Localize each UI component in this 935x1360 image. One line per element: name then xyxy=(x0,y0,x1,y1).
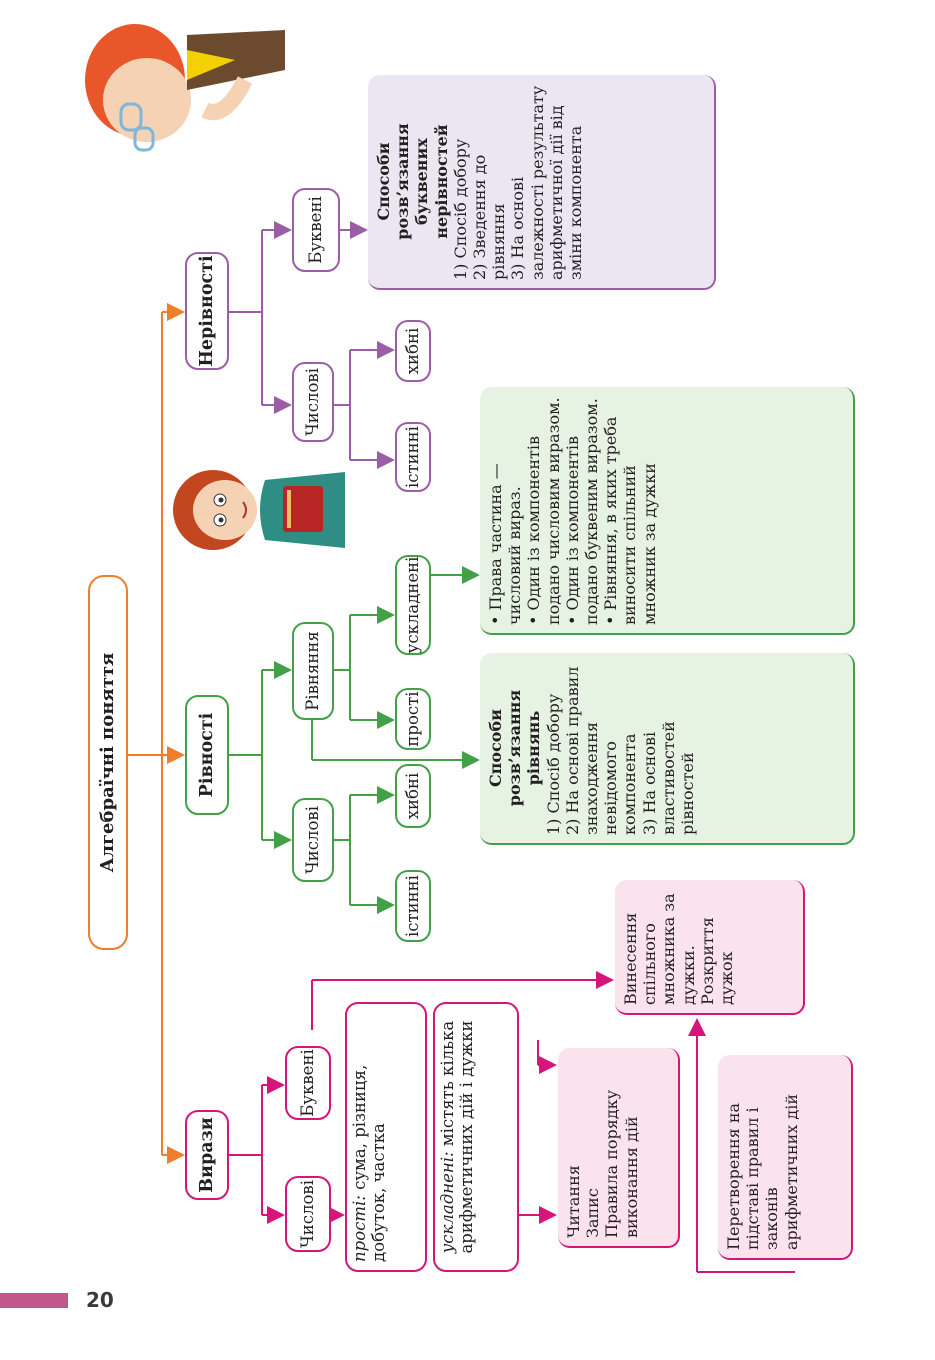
open-brackets-line: Розкриття дужок xyxy=(697,917,736,1005)
inequalities-letter-box: Буквені xyxy=(292,188,340,272)
root-concept-box: Алгебраїчні поняття xyxy=(88,575,128,950)
equalities-false-box: хибні xyxy=(395,764,431,828)
complex-type-1: • Права частина — числовий вираз. xyxy=(486,463,525,625)
complex-type-2: • Один із компонентів подано числовим ви… xyxy=(524,397,563,625)
equation-methods-title: Способи розв’язання рівнянь xyxy=(486,689,544,807)
common-factor-line: Винесення спільного множника за дужки. xyxy=(621,893,698,1005)
inequalities-numeric-box: Числові xyxy=(292,362,334,442)
equation-method-2: 2) На основі правил знаходження невідомо… xyxy=(562,666,640,835)
complex-type-4: • Рівняння, в яких треба виносити спільн… xyxy=(601,416,659,625)
common-factor-panel: Винесення спільного множника за дужки. Р… xyxy=(615,880,805,1015)
equations-box: Рівняння xyxy=(292,622,334,720)
simple-prefix: прості: xyxy=(350,1195,369,1262)
page-number-bar xyxy=(0,1293,68,1308)
inequality-method-3: 3) На основі залежності результату арифм… xyxy=(508,85,585,280)
equalities-branch-box: Рівності xyxy=(185,695,229,815)
expressions-letter-box: Буквені xyxy=(285,1046,331,1120)
page-number: 20 xyxy=(86,1288,114,1312)
expressions-numeric-box: Числові xyxy=(285,1176,331,1252)
writing-line: Запис xyxy=(583,1188,603,1238)
transformation-line: Перетворення на підставі правил і законі… xyxy=(724,1093,801,1250)
order-rules-line: Правила порядку виконання дій xyxy=(602,1089,641,1238)
simple-expressions-box: прості: сума, різниця, добуток, частка xyxy=(345,1002,427,1272)
thinking-boy-illustration xyxy=(85,24,285,152)
inequality-methods-title: Способи розв’язання буквених нерівностей xyxy=(374,123,451,240)
complex-equations-panel: • Права частина — числовий вираз. • Один… xyxy=(480,387,855,635)
inequality-methods-panel: Способи розв’язання буквених нерівностей… xyxy=(368,75,716,290)
equation-method-1: 1) Спосіб добору xyxy=(543,693,563,835)
complex-equations-box: ускладнені xyxy=(395,555,431,655)
equation-method-3: 3) На основі властивостей рівностей xyxy=(639,721,697,835)
inequalities-false-box: хибні xyxy=(395,320,431,382)
reading-line: Читання xyxy=(564,1165,583,1238)
complex-expressions-box: ускладнені: містять кілька арифметичних … xyxy=(433,1002,519,1272)
transformation-panel: Перетворення на підставі правил і законі… xyxy=(718,1055,853,1260)
simple-equations-box: прості xyxy=(395,688,431,750)
inequalities-true-box: істинні xyxy=(395,422,431,492)
expressions-branch-box: Вирази xyxy=(185,1110,229,1200)
equalities-numeric-box: Числові xyxy=(292,798,334,882)
equation-methods-panel: Способи розв’язання рівнянь 1) Спосіб до… xyxy=(480,653,855,845)
inequality-method-2: 2) Зведення до рівняння xyxy=(469,154,509,280)
girl-with-book-illustration xyxy=(173,470,345,550)
complex-prefix: ускладнені: xyxy=(438,1151,457,1254)
inequalities-branch-box: Нерівності xyxy=(185,252,229,370)
equalities-true-box: істинні xyxy=(395,870,431,942)
complex-type-3: • Один із компонентів подано буквеним ви… xyxy=(562,398,601,625)
reading-rules-panel: Читання Запис Правила порядку виконання … xyxy=(558,1048,680,1248)
inequality-method-1: 1) Спосіб добору xyxy=(450,138,470,280)
